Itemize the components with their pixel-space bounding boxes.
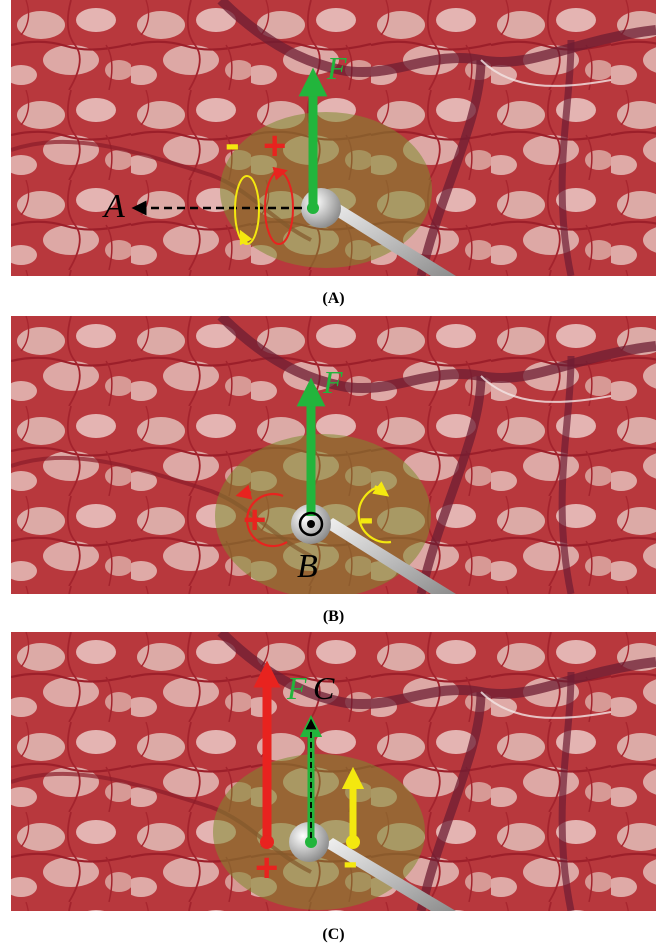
point-label: A: [104, 188, 125, 226]
point-label: B: [297, 548, 318, 586]
minus-label: -: [343, 840, 358, 884]
panel-b-scene: [11, 316, 656, 594]
minus-label: -: [225, 122, 240, 166]
force-label: F: [287, 670, 307, 707]
plus-label: +: [243, 500, 266, 540]
caption-a: (A): [0, 290, 667, 308]
panel-c: F C - +: [11, 632, 656, 911]
caption-c: (C): [0, 926, 667, 944]
plus-label: +: [263, 126, 286, 166]
panel-b: F B - +: [11, 316, 656, 594]
caption-b: (B): [0, 608, 667, 626]
minus-label: -: [359, 496, 374, 540]
point-label: C: [313, 670, 334, 707]
panel-a: F A - +: [11, 0, 656, 276]
force-label: F: [327, 50, 347, 87]
plus-label: +: [255, 848, 278, 888]
force-origin: [307, 202, 319, 214]
force-label: F: [323, 364, 343, 401]
panel-a-scene: [11, 0, 656, 276]
